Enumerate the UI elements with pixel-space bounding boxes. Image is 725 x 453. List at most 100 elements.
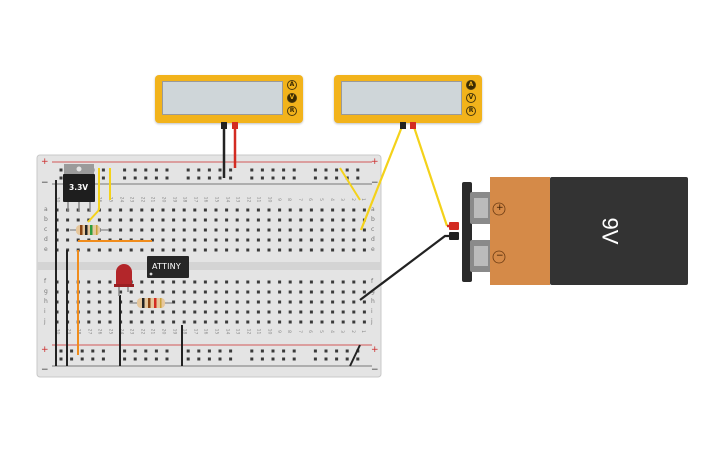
breadboard-hole[interactable] bbox=[267, 300, 271, 304]
breadboard-hole[interactable] bbox=[352, 248, 356, 252]
yellow-jumper-3[interactable] bbox=[87, 209, 100, 223]
breadboard-hole[interactable] bbox=[267, 280, 271, 284]
breadboard-hole[interactable] bbox=[362, 320, 366, 324]
breadboard-hole[interactable] bbox=[313, 168, 317, 172]
breadboard-hole[interactable] bbox=[182, 248, 186, 252]
breadboard-hole[interactable] bbox=[260, 168, 264, 172]
breadboard-hole[interactable] bbox=[108, 280, 112, 284]
breadboard-hole[interactable] bbox=[352, 218, 356, 222]
breadboard-hole[interactable] bbox=[182, 228, 186, 232]
breadboard-hole[interactable] bbox=[288, 280, 292, 284]
breadboard-hole[interactable] bbox=[225, 280, 229, 284]
breadboard-hole[interactable] bbox=[59, 357, 63, 361]
breadboard-hole[interactable] bbox=[154, 176, 158, 180]
meter2-knob-r[interactable]: R bbox=[466, 106, 476, 116]
breadboard-hole[interactable] bbox=[288, 300, 292, 304]
breadboard-hole[interactable] bbox=[331, 300, 335, 304]
attiny-chip[interactable] bbox=[147, 256, 189, 278]
breadboard-hole[interactable] bbox=[235, 228, 239, 232]
breadboard-hole[interactable] bbox=[203, 320, 207, 324]
breadboard-hole[interactable] bbox=[97, 320, 101, 324]
breadboard-hole[interactable] bbox=[282, 176, 286, 180]
meter2-red-probe-wire[interactable] bbox=[411, 123, 449, 227]
breadboard-hole[interactable] bbox=[324, 349, 328, 353]
breadboard-hole[interactable] bbox=[288, 320, 292, 324]
breadboard-hole[interactable] bbox=[341, 280, 345, 284]
breadboard-hole[interactable] bbox=[256, 290, 260, 294]
breadboard-hole[interactable] bbox=[271, 349, 275, 353]
breadboard-hole[interactable] bbox=[356, 168, 360, 172]
meter2-red-probe[interactable] bbox=[410, 122, 416, 129]
breadboard-hole[interactable] bbox=[172, 300, 176, 304]
breadboard-hole[interactable] bbox=[108, 208, 112, 212]
breadboard-hole[interactable] bbox=[229, 349, 233, 353]
breadboard-hole[interactable] bbox=[250, 176, 254, 180]
breadboard-hole[interactable] bbox=[133, 176, 137, 180]
breadboard-hole[interactable] bbox=[97, 280, 101, 284]
breadboard-hole[interactable] bbox=[320, 208, 324, 212]
breadboard-hole[interactable] bbox=[309, 290, 313, 294]
breadboard-hole[interactable] bbox=[108, 248, 112, 252]
breadboard-hole[interactable] bbox=[144, 168, 148, 172]
breadboard-hole[interactable] bbox=[129, 310, 133, 314]
breadboard-hole[interactable] bbox=[246, 218, 250, 222]
breadboard-hole[interactable] bbox=[172, 218, 176, 222]
breadboard-hole[interactable] bbox=[182, 208, 186, 212]
meter2-black-probe-wire[interactable] bbox=[359, 123, 405, 231]
breadboard-hole[interactable] bbox=[267, 320, 271, 324]
breadboard-hole[interactable] bbox=[299, 248, 303, 252]
breadboard-hole[interactable] bbox=[320, 290, 324, 294]
breadboard-hole[interactable] bbox=[299, 300, 303, 304]
breadboard-hole[interactable] bbox=[70, 357, 74, 361]
breadboard-hole[interactable] bbox=[214, 300, 218, 304]
breadboard-hole[interactable] bbox=[140, 248, 144, 252]
breadboard-hole[interactable] bbox=[193, 228, 197, 232]
breadboard-hole[interactable] bbox=[203, 208, 207, 212]
breadboard-hole[interactable] bbox=[225, 310, 229, 314]
breadboard-hole[interactable] bbox=[161, 238, 165, 242]
breadboard-hole[interactable] bbox=[172, 248, 176, 252]
breadboard-hole[interactable] bbox=[97, 290, 101, 294]
breadboard-hole[interactable] bbox=[235, 280, 239, 284]
breadboard-hole[interactable] bbox=[119, 218, 123, 222]
breadboard-hole[interactable] bbox=[161, 248, 165, 252]
breadboard-hole[interactable] bbox=[299, 320, 303, 324]
breadboard-hole[interactable] bbox=[260, 349, 264, 353]
breadboard-hole[interactable] bbox=[108, 320, 112, 324]
breadboard-hole[interactable] bbox=[203, 228, 207, 232]
breadboard-hole[interactable] bbox=[246, 310, 250, 314]
breadboard-hole[interactable] bbox=[324, 168, 328, 172]
breadboard-hole[interactable] bbox=[235, 218, 239, 222]
breadboard-hole[interactable] bbox=[260, 357, 264, 361]
breadboard-hole[interactable] bbox=[91, 349, 95, 353]
breadboard-hole[interactable] bbox=[352, 300, 356, 304]
breadboard-hole[interactable] bbox=[341, 290, 345, 294]
breadboard-hole[interactable] bbox=[267, 238, 271, 242]
breadboard-hole[interactable] bbox=[119, 208, 123, 212]
breadboard-hole[interactable] bbox=[218, 176, 222, 180]
breadboard-hole[interactable] bbox=[207, 357, 211, 361]
breadboard-hole[interactable] bbox=[341, 248, 345, 252]
breadboard-hole[interactable] bbox=[161, 218, 165, 222]
breadboard-hole[interactable] bbox=[267, 228, 271, 232]
breadboard-hole[interactable] bbox=[154, 349, 158, 353]
breadboard-hole[interactable] bbox=[313, 176, 317, 180]
breadboard-hole[interactable] bbox=[150, 248, 154, 252]
breadboard-hole[interactable] bbox=[172, 228, 176, 232]
breadboard-hole[interactable] bbox=[101, 357, 105, 361]
breadboard-hole[interactable] bbox=[193, 218, 197, 222]
breadboard-hole[interactable] bbox=[352, 228, 356, 232]
breadboard-hole[interactable] bbox=[150, 238, 154, 242]
breadboard-hole[interactable] bbox=[335, 349, 339, 353]
meter1-knob-v[interactable]: V bbox=[287, 93, 297, 103]
breadboard-hole[interactable] bbox=[140, 310, 144, 314]
breadboard-hole[interactable] bbox=[260, 176, 264, 180]
breadboard-hole[interactable] bbox=[119, 228, 123, 232]
breadboard-hole[interactable] bbox=[150, 218, 154, 222]
breadboard-hole[interactable] bbox=[309, 248, 313, 252]
breadboard-hole[interactable] bbox=[91, 357, 95, 361]
breadboard-hole[interactable] bbox=[87, 320, 91, 324]
breadboard-hole[interactable] bbox=[324, 357, 328, 361]
breadboard-hole[interactable] bbox=[246, 280, 250, 284]
breadboard-hole[interactable] bbox=[229, 357, 233, 361]
